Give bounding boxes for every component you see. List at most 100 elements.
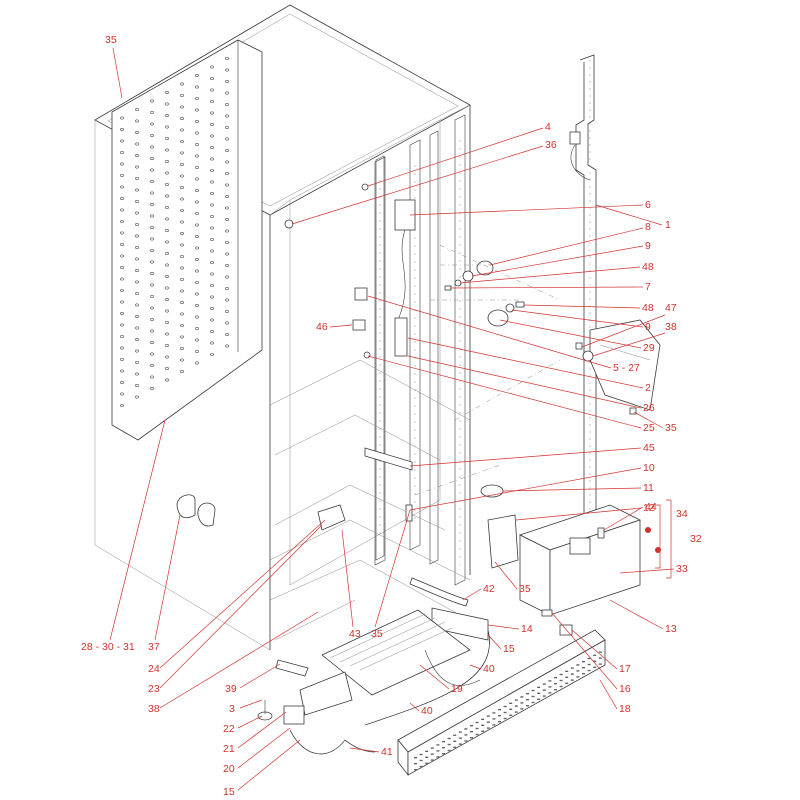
grille-slot: [554, 683, 557, 685]
grille-slot: [514, 705, 518, 707]
perforation-hole: [195, 292, 199, 296]
perforation-hole: [120, 265, 124, 269]
grille-slot: [509, 702, 513, 704]
grille-slot: [526, 693, 529, 695]
grille-slot: [464, 734, 468, 736]
perforation-hole: [165, 366, 169, 370]
perforation-hole: [165, 229, 169, 233]
perforation-hole: [165, 217, 169, 221]
grille-slot: [576, 664, 580, 666]
leader-line-c12: [515, 507, 642, 521]
perforation-hole: [120, 357, 124, 361]
perforation-hole: [225, 114, 229, 118]
perforation-hole: [210, 111, 214, 115]
perforation-hole: [210, 77, 214, 81]
callout-label-c33: 33: [676, 563, 688, 575]
perforation-hole: [150, 145, 154, 149]
grille-slot: [537, 692, 541, 694]
grille-slot: [542, 689, 546, 691]
perforation-hole: [150, 99, 154, 103]
grille-slot: [593, 660, 597, 662]
perforation-hole: [120, 369, 124, 373]
callout-label-c22: 22: [223, 723, 235, 735]
perforation-hole: [180, 105, 184, 109]
perforation-hole: [165, 102, 169, 106]
leader-line-c43: [341, 529, 354, 628]
perforation-hole: [135, 200, 139, 204]
perforation-hole: [150, 122, 154, 126]
perforation-hole: [135, 349, 139, 353]
callout-label-c4: 4: [545, 121, 551, 133]
perforation-hole: [180, 323, 184, 327]
perforation-hole: [225, 275, 229, 279]
perforation-hole: [225, 229, 229, 233]
callout-label-c3: 3: [229, 703, 235, 715]
callout-label-c25: 25: [643, 422, 655, 434]
leader-line-c35b: [633, 411, 664, 429]
grille-slot: [587, 657, 591, 660]
grille-slot: [486, 727, 490, 729]
perforation-hole: [135, 372, 139, 376]
perforation-hole: [180, 335, 184, 339]
perforation-hole: [150, 352, 154, 356]
leader-line-c3: [239, 699, 263, 709]
perforation-hole: [165, 171, 169, 175]
grille-slot: [470, 725, 473, 727]
grille-slot: [453, 746, 457, 748]
perforation-hole: [210, 238, 214, 242]
perforation-hole: [225, 80, 229, 84]
callout-label-c43: 43: [349, 628, 361, 640]
grille-slot: [486, 721, 490, 723]
perforation-hole: [120, 208, 124, 212]
perforation-hole: [150, 386, 154, 390]
perforation-hole: [135, 360, 139, 364]
perforation-hole: [120, 231, 124, 235]
perforation-hole: [225, 309, 229, 313]
grille-slot: [503, 705, 507, 708]
callout-label-c14: 14: [521, 623, 533, 635]
callout-label-c37: 37: [148, 641, 160, 653]
leader-line-c17: [571, 629, 618, 670]
grille-slot: [430, 747, 434, 749]
callout-label-c11: 11: [643, 482, 654, 494]
perforation-hole: [225, 252, 229, 256]
grille-slot: [537, 686, 541, 688]
perforation-hole: [195, 177, 199, 181]
leader-line-c10: [409, 467, 642, 511]
callout-label-c46: 46: [316, 321, 328, 333]
grille-slot: [453, 734, 457, 736]
part-37-brackets: [176, 494, 216, 527]
perforation-hole: [135, 314, 139, 318]
grille-slot: [548, 692, 552, 694]
perforation-hole: [225, 56, 229, 60]
callout-label-c19: 19: [451, 683, 463, 695]
grille-slot: [548, 680, 552, 682]
callout-label-c48b: 48: [642, 302, 654, 314]
callout-label-c26: 26: [643, 402, 655, 414]
callout-label-c15a: 15: [503, 643, 515, 655]
perforation-hole: [135, 142, 139, 146]
leader-line-c11: [502, 487, 642, 492]
perforation-hole: [210, 318, 214, 322]
perforation-hole: [135, 326, 139, 330]
perforation-hole: [165, 274, 169, 278]
callout-label-c7: 7: [645, 281, 651, 293]
grille-slot: [570, 673, 574, 675]
leader-line-c6: [409, 204, 644, 216]
perforation-hole: [195, 269, 199, 273]
perforation-hole: [135, 337, 139, 341]
callout-label-c32: 32: [690, 533, 702, 545]
perforation-hole: [210, 100, 214, 104]
leader-line-c24: [159, 519, 326, 669]
callout-label-c18: 18: [619, 703, 631, 715]
bottom-assemblies: [257, 504, 661, 755]
perforation-hole: [180, 358, 184, 362]
perforation-hole: [150, 214, 154, 218]
leader-line-c15a: [487, 634, 502, 650]
perforation-hole: [135, 177, 139, 181]
grille-slot: [498, 721, 501, 723]
callout-label-c40a: 40: [483, 663, 495, 675]
perforation-hole: [165, 378, 169, 382]
callout-label-c13: 13: [665, 623, 677, 635]
callout-label-c21: 21: [223, 743, 235, 755]
